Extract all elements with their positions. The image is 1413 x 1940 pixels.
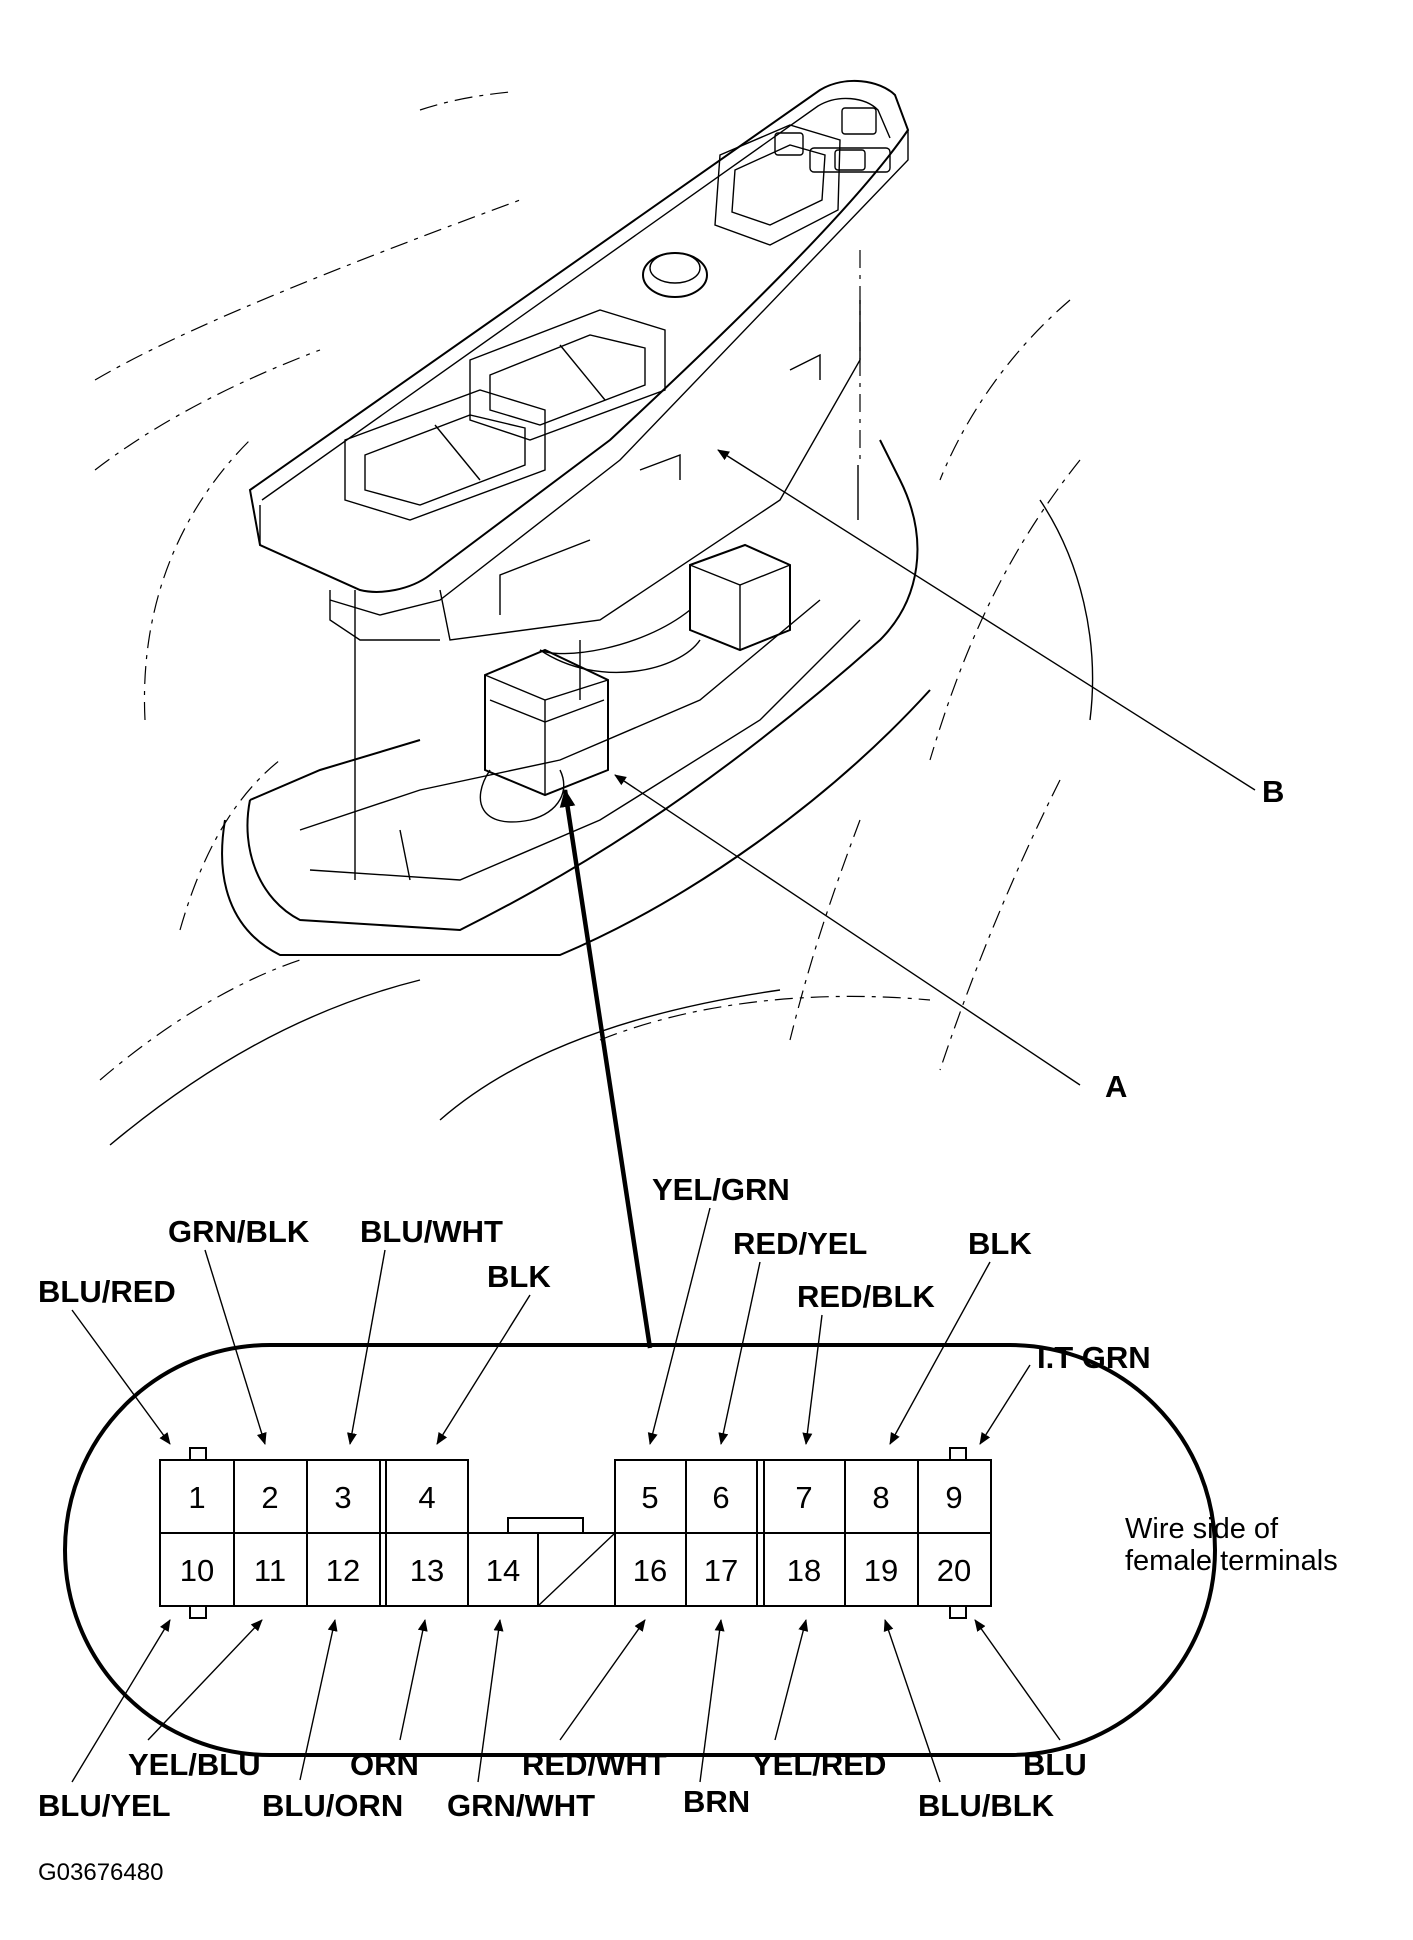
door-armrest-illustration [94, 79, 1094, 1146]
pin-9: 9 [945, 1480, 962, 1515]
pin-13: 13 [410, 1553, 444, 1588]
wire-label-pin-7: RED/BLK [797, 1279, 935, 1314]
pin-7: 7 [795, 1480, 812, 1515]
wire-label-pin-1: BLU/RED [38, 1274, 176, 1309]
wire-label-pin-13: ORN [350, 1747, 419, 1782]
wire-label-pin-3: BLU/WHT [360, 1214, 503, 1249]
wire-label-pin-12: BLU/ORN [262, 1788, 403, 1823]
pin-1: 1 [188, 1480, 205, 1515]
pin-4: 4 [418, 1480, 435, 1515]
callout-leaders [559, 449, 1256, 1349]
pin-17: 17 [704, 1553, 738, 1588]
bottom-wire-leaders [71, 1619, 1061, 1783]
wire-label-pin-16: RED/WHT [522, 1747, 667, 1782]
wire-label-pin-18: YEL/RED [752, 1747, 886, 1782]
pin-19: 19 [864, 1553, 898, 1588]
wire-label-pin-8: BLK [968, 1226, 1032, 1261]
pin-16: 16 [633, 1553, 667, 1588]
wire-label-pin-11: YEL/BLU [128, 1747, 261, 1782]
wire-label-pin-5: YEL/GRN [652, 1172, 790, 1207]
pin-8: 8 [872, 1480, 889, 1515]
wire-label-pin-6: RED/YEL [733, 1226, 867, 1261]
wire-label-pin-14: GRN/WHT [447, 1788, 595, 1823]
pin-20: 20 [937, 1553, 971, 1588]
pin-10: 10 [180, 1553, 214, 1588]
wire-label-pin-19: BLU/BLK [918, 1788, 1055, 1823]
pin-3: 3 [334, 1480, 351, 1515]
pin-14: 14 [486, 1553, 520, 1588]
figure-code: G03676480 [38, 1859, 163, 1886]
pin-2: 2 [261, 1480, 278, 1515]
wire-label-pin-4: BLK [487, 1259, 551, 1294]
pin-5: 5 [641, 1480, 658, 1515]
wire-label-pin-17: BRN [683, 1784, 750, 1819]
connector-terminal-grid [159, 1447, 992, 1619]
wire-label-pin-2: GRN/BLK [168, 1214, 310, 1249]
callout-b-label: B [1262, 774, 1284, 809]
wire-label-pin-10: BLU/YEL [38, 1788, 171, 1823]
pin-18: 18 [787, 1553, 821, 1588]
pin-6: 6 [712, 1480, 729, 1515]
pin-12: 12 [326, 1553, 360, 1588]
connector-view-note-line-1: Wire side of [1125, 1513, 1279, 1545]
connector-view-note-line-2: female terminals [1125, 1545, 1338, 1577]
top-wire-leaders [71, 1207, 1031, 1445]
pin-11: 11 [254, 1553, 286, 1588]
wire-label-pin-9: I.T GRN [1037, 1340, 1151, 1375]
callout-a-label: A [1105, 1069, 1127, 1104]
connector-outline [63, 1343, 1217, 1757]
wire-label-pin-20: BLU [1023, 1747, 1087, 1782]
